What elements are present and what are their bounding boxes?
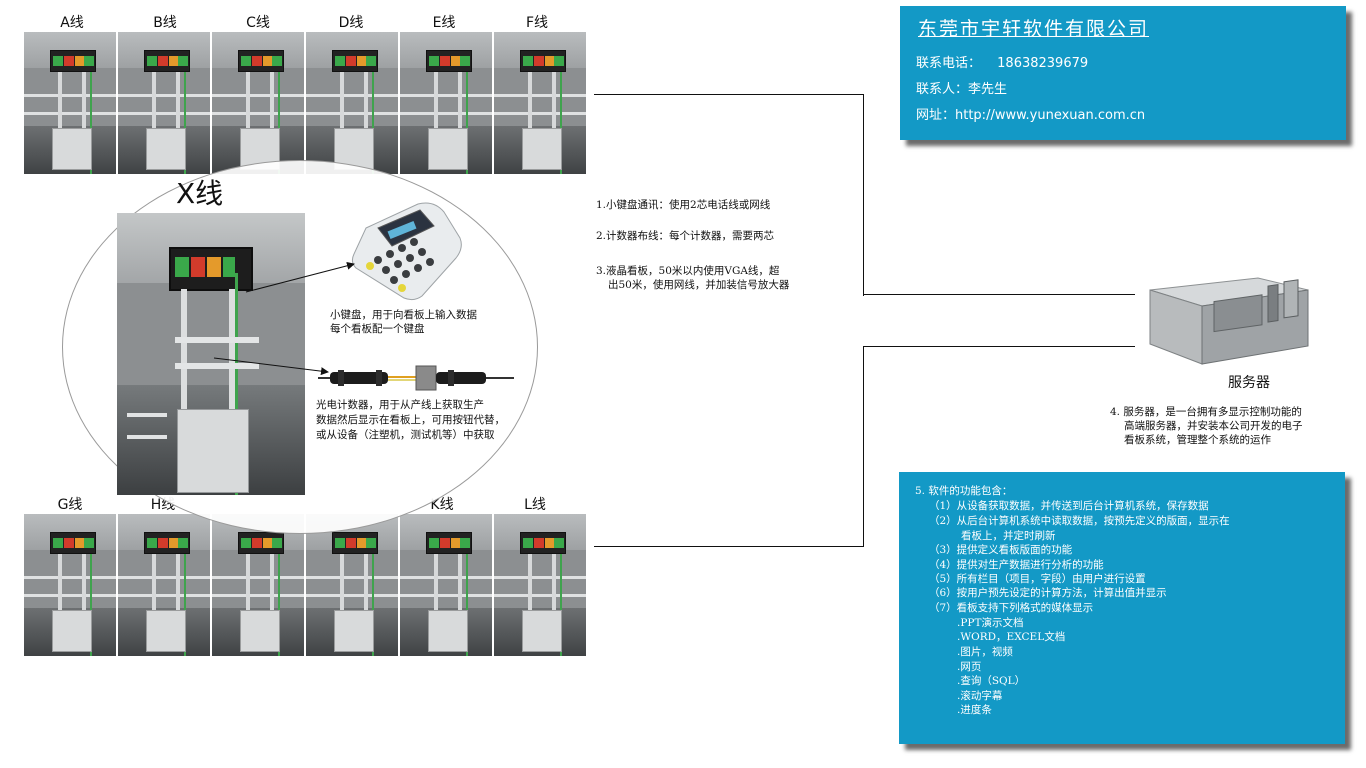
line-label-g: G线 xyxy=(57,497,83,513)
top-line-photo xyxy=(24,32,116,174)
line-label-e: E线 xyxy=(432,15,456,31)
line-label-a: A线 xyxy=(60,15,84,31)
bottom-line-photo xyxy=(212,514,304,656)
company-info-panel: 东莞市宇轩软件有限公司 联系电话： 18638239679 联系人：李先生 网址… xyxy=(900,6,1346,140)
sensor-caption-2: 数据然后显示在看板上，可用按钮代替， xyxy=(316,414,505,426)
bottom-line-photo xyxy=(400,514,492,656)
top-line-photo xyxy=(306,32,398,174)
feature-item: （4）提供对生产数据进行分析的功能 xyxy=(929,559,1104,571)
media-item: .图片，视频 xyxy=(957,646,1013,658)
media-item: .WORD，EXCEL文档 xyxy=(957,631,1066,643)
bottom-line-photo xyxy=(24,514,116,656)
server-desc-2: 高端服务器，并安装本公司开发的电子 xyxy=(1124,420,1303,432)
line-label-b: B线 xyxy=(153,15,177,31)
company-name: 东莞市宇轩软件有限公司 xyxy=(918,18,1150,40)
note-counter-wiring: 2.计数器布线：每个计数器，需要两芯 xyxy=(596,230,775,242)
feature-item: （6）按用户预先设定的计算方法，计算出值并显示 xyxy=(929,587,1167,599)
media-item: .网页 xyxy=(957,661,982,673)
line-label-f: F线 xyxy=(525,15,549,31)
media-item: .进度条 xyxy=(957,704,992,716)
bottom-line-photo xyxy=(118,514,210,656)
sensor-caption-1: 光电计数器，用于从产线上获取生产 xyxy=(316,399,484,411)
top-line-photo xyxy=(494,32,586,174)
photo-sensor-image xyxy=(318,365,514,391)
keypad-image xyxy=(351,202,462,301)
top-line-photo xyxy=(400,32,492,174)
media-item: .查询（SQL） xyxy=(957,675,1026,687)
feature-item: （2）从后台计算机系统中读取数据，按预先定义的版面，显示在 xyxy=(929,515,1230,527)
phone-label: 联系电话： xyxy=(916,56,982,71)
server-label: 服务器 xyxy=(1228,375,1270,391)
connector-top xyxy=(594,94,864,296)
media-item: .PPT演示文档 xyxy=(957,617,1024,629)
feature-item: （3）提供定义看板版面的功能 xyxy=(929,544,1073,556)
features-title: 5. 软件的功能包含： xyxy=(915,485,1013,497)
line-label-k: K线 xyxy=(430,497,454,513)
feature-item: （1）从设备获取数据，并传送到后台计算机系统，保存数据 xyxy=(929,500,1209,512)
sensor-caption-3: 或从设备（注塑机，测试机等）中获取 xyxy=(316,429,495,441)
bottom-line-photo xyxy=(494,514,586,656)
server-desc-3: 看板系统，管理整个系统的运作 xyxy=(1124,434,1271,446)
x-line-title: X线 xyxy=(176,177,224,210)
x-line-photo xyxy=(117,213,305,495)
feature-item: （5）所有栏目（项目，字段）由用户进行设置 xyxy=(929,573,1146,585)
server-image xyxy=(1149,277,1309,365)
company-contact: 联系人：李先生 xyxy=(916,82,1008,97)
phone-number: 18638239679 xyxy=(997,56,1089,71)
note-lcd-wiring-1: 3.液晶看板，50米以内使用VGA线，超 xyxy=(596,265,780,277)
note-lcd-wiring-2: 出50米，使用网线，并加装信号放大器 xyxy=(608,279,790,291)
feature-item: （7）看板支持下列格式的媒体显示 xyxy=(929,602,1094,614)
company-phone: 联系电话： 18638239679 xyxy=(916,52,1088,71)
connector-bottom-to-server xyxy=(863,346,1135,347)
line-label-d: D线 xyxy=(338,15,364,31)
features-panel: 5. 软件的功能包含： （1）从设备获取数据，并传送到后台计算机系统，保存数据 … xyxy=(899,472,1345,744)
top-line-photo xyxy=(118,32,210,174)
keypad-caption-2: 每个看板配一个键盘 xyxy=(330,323,425,335)
connector-bottom xyxy=(594,346,864,547)
company-website[interactable]: 网址：http://www.yunexuan.com.cn xyxy=(916,108,1146,123)
note-keypad-comm: 1.小键盘通讯：使用2芯电话线或网线 xyxy=(596,199,771,211)
feature-item: 看板上，并定时刷新 xyxy=(961,530,1056,542)
server-desc-1: 4. 服务器，是一台拥有多显示控制功能的 xyxy=(1110,406,1302,418)
media-item: .滚动字幕 xyxy=(957,690,1003,702)
keypad-caption-1: 小键盘，用于向看板上输入数据 xyxy=(330,309,477,321)
connector-top-to-server xyxy=(863,294,1135,295)
line-label-l: L线 xyxy=(524,497,546,513)
line-label-c: C线 xyxy=(246,15,270,31)
